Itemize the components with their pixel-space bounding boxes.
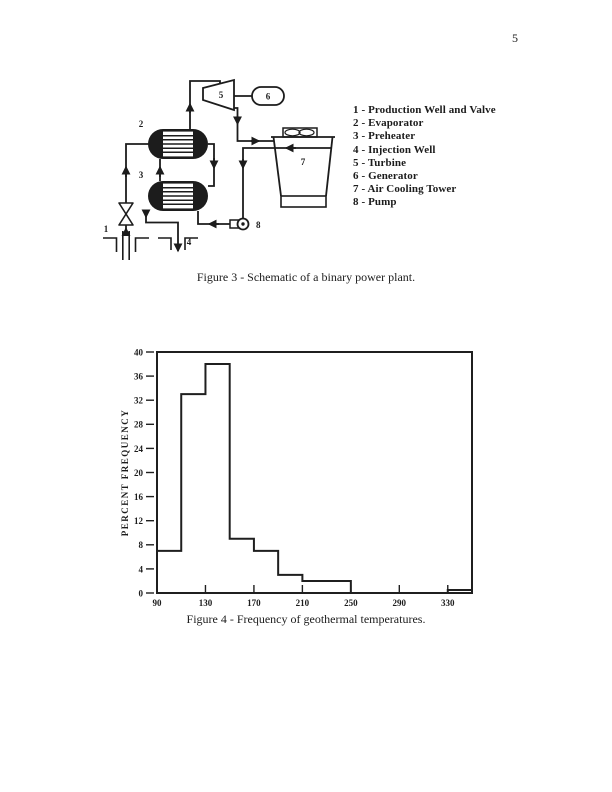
figure4-chart: 0 4 8 12 16 20 24 28 32 36 40 90 130 170 210 250 290 330 P… [120, 347, 473, 608]
y-tick-label: 20 [134, 468, 144, 478]
figure3-schematic: 2 3 5 6 7 1 4 8 [103, 78, 335, 260]
evaporator-shape [148, 129, 208, 159]
x-tick-label: 250 [344, 598, 358, 608]
injection-well-symbol [158, 237, 198, 250]
label-pump: 8 [256, 220, 261, 230]
valve-shape [118, 202, 134, 226]
y-tick-label: 28 [134, 420, 144, 430]
cooling-tower-shape [271, 127, 335, 208]
y-tick-label: 12 [134, 516, 144, 526]
legend-item: 6 - Generator [353, 170, 418, 183]
y-tick-label: 40 [134, 347, 144, 357]
pipe-valve-to-evaporator [125, 143, 149, 203]
label-evaporator: 2 [139, 119, 144, 129]
page-number: 5 [512, 31, 518, 45]
production-well-symbol [103, 231, 149, 260]
legend-item: 1 - Production Well and Valve [353, 104, 496, 116]
y-tick-label: 24 [134, 444, 144, 454]
label-production-well: 1 [104, 224, 109, 234]
x-tick-label: 170 [247, 598, 261, 608]
y-axis-title: PERCENT FREQUENCY [120, 409, 130, 537]
fan-icon [284, 128, 301, 137]
label-injection-well: 4 [187, 237, 192, 247]
y-tick-label: 8 [139, 540, 144, 550]
pipe-preheater-to-injection-well [145, 210, 183, 253]
y-tick-label: 0 [139, 588, 144, 598]
x-tick-label: 330 [441, 598, 455, 608]
tower-basin [280, 195, 327, 208]
figure4-caption: Figure 4 - Frequency of geothermal tempe… [186, 612, 426, 626]
pump-shape [229, 217, 250, 231]
x-tick-label: 90 [153, 598, 163, 608]
figure3-legend: 1 - Production Well and Valve 2 - Evapor… [353, 104, 496, 210]
x-tick-label: 130 [199, 598, 213, 608]
x-tick-label: 210 [296, 598, 310, 608]
legend-item: 5 - Turbine [353, 156, 407, 169]
y-axis: 0 4 8 12 16 20 24 28 32 36 40 [134, 347, 154, 598]
label-preheater: 3 [139, 170, 144, 180]
y-tick-label: 32 [134, 396, 144, 406]
pipe-tower-to-pump [242, 147, 331, 219]
legend-item: 8 - Pump [353, 196, 397, 209]
x-axis: 90 130 170 210 250 290 330 [153, 585, 455, 608]
turbine-shape [202, 78, 235, 112]
legend-item: 2 - Evaporator [353, 117, 424, 130]
flow-arrows [121, 102, 296, 237]
generator-shape [251, 86, 285, 106]
preheater-shape [148, 181, 208, 211]
y-tick-label: 36 [134, 372, 144, 382]
fan-icon [298, 128, 315, 137]
pipe-turbine-exhaust [233, 107, 274, 142]
legend-item: 3 - Preheater [353, 130, 416, 143]
plot-border [156, 351, 473, 594]
y-tick-label: 16 [134, 492, 144, 502]
figure3-caption: Figure 3 - Schematic of a binary power p… [196, 270, 416, 284]
legend-item: 7 - Air Cooling Tower [353, 183, 457, 196]
label-turbine: 5 [219, 90, 224, 100]
histogram-line [157, 363, 472, 594]
pipe-pump-to-preheater [197, 211, 231, 225]
label-cooling-tower: 7 [301, 157, 306, 167]
label-generator: 6 [266, 92, 271, 102]
y-tick-label: 4 [139, 564, 144, 574]
legend-item: 4 - Injection Well [353, 143, 436, 156]
x-tick-label: 290 [393, 598, 407, 608]
